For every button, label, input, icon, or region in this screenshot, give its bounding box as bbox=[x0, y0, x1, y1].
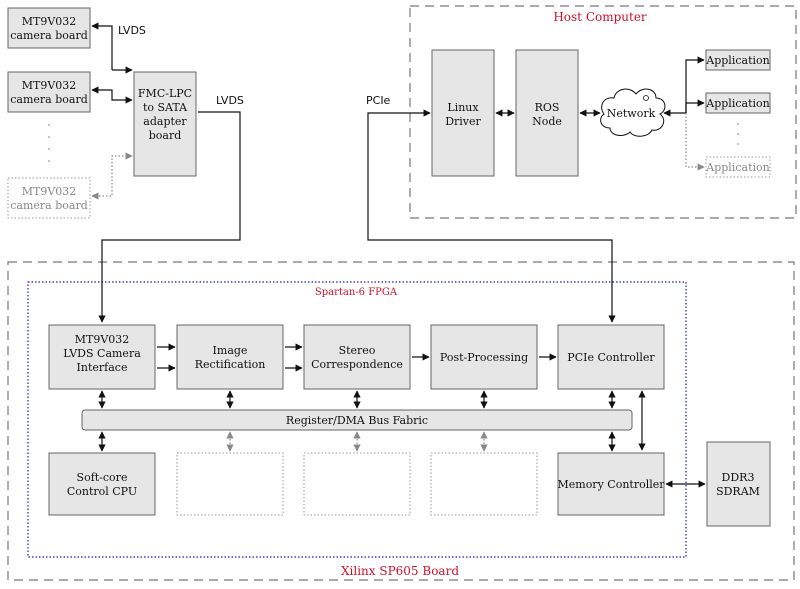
empty-slot-1 bbox=[176, 452, 284, 516]
adapter-line2: to SATA bbox=[143, 101, 188, 114]
ddr3-line1: DDR3 bbox=[722, 471, 755, 484]
lvds-label-1: LVDS bbox=[118, 24, 146, 37]
linux-driver-line1: Linux bbox=[447, 101, 479, 114]
camera-board-3: MT9V032 camera board bbox=[7, 177, 91, 219]
ddr3-line2: SDRAM bbox=[716, 485, 760, 498]
application-1: Application bbox=[705, 49, 771, 71]
host-computer-label: Host Computer bbox=[553, 10, 647, 24]
soft-core-cpu-line2: Control CPU bbox=[67, 485, 137, 498]
soft-core-cpu-line1: Soft-core bbox=[77, 471, 128, 484]
memory-controller-block: Memory Controller bbox=[557, 452, 665, 516]
pcie-link bbox=[367, 109, 616, 323]
application-ellipsis-dots bbox=[737, 123, 739, 145]
image-rectification-line2: Rectification bbox=[195, 358, 266, 371]
ros-node-line1: ROS bbox=[535, 101, 560, 114]
camera-ellipsis-dots bbox=[48, 124, 50, 162]
camera-board-2-line2: camera board bbox=[10, 93, 88, 106]
bus-fabric-block: Register/DMA Bus Fabric bbox=[81, 409, 633, 431]
ddr3-sdram-block: DDR3 SDRAM bbox=[706, 441, 771, 527]
sp605-board-label: Xilinx SP605 Board bbox=[341, 564, 459, 578]
camera-interface-line3: Interface bbox=[77, 361, 128, 374]
adapter-line3: adapter bbox=[143, 115, 187, 128]
bus-fabric-label: Register/DMA Bus Fabric bbox=[286, 414, 428, 427]
camera-interface-block: MT9V032 LVDS Camera Interface bbox=[48, 324, 156, 390]
cam3-adapter-link bbox=[91, 152, 133, 200]
lvds-fpga-link bbox=[98, 111, 241, 323]
ros-node-line2: Node bbox=[532, 115, 562, 128]
fmc-lpc-adapter-board: FMC-LPC to SATA adapter board bbox=[133, 71, 197, 177]
stereo-correspondence-line2: Correspondence bbox=[311, 358, 403, 371]
adapter-line4: board bbox=[149, 129, 182, 142]
camera-interface-line1: MT9V032 bbox=[75, 333, 130, 346]
network-app3-link bbox=[685, 113, 705, 171]
camera-board-2: MT9V032 camera board bbox=[7, 71, 91, 113]
camera-board-3-line2: camera board bbox=[10, 199, 88, 212]
memory-controller-label: Memory Controller bbox=[557, 478, 665, 491]
network-label: Network bbox=[607, 107, 656, 120]
empty-slot-2 bbox=[303, 452, 411, 516]
image-rectification-line1: Image bbox=[213, 344, 248, 357]
adapter-line1: FMC-LPC bbox=[138, 87, 192, 100]
sp605-board-frame bbox=[7, 261, 795, 581]
post-processing-label: Post-Processing bbox=[440, 351, 528, 364]
application-3-label: Application bbox=[705, 161, 769, 174]
lvds-label-2: LVDS bbox=[216, 94, 244, 107]
pcie-link-label: PCIe bbox=[366, 94, 391, 107]
spartan6-fpga-label: Spartan-6 FPGA bbox=[315, 287, 398, 298]
image-rectification-block: Image Rectification bbox=[176, 324, 284, 390]
cam2-adapter-link bbox=[91, 86, 133, 104]
stereo-correspondence-block: Stereo Correspondence bbox=[303, 324, 411, 390]
empty-slot-3 bbox=[430, 452, 538, 516]
network-cloud: Network bbox=[600, 88, 666, 137]
application-2-label: Application bbox=[705, 97, 769, 110]
soft-core-cpu-block: Soft-core Control CPU bbox=[48, 452, 156, 516]
spartan6-fpga-frame bbox=[27, 281, 687, 558]
linux-driver-block: Linux Driver bbox=[431, 49, 495, 177]
camera-board-2-line1: MT9V032 bbox=[22, 79, 77, 92]
camera-board-1: MT9V032 camera board bbox=[7, 7, 91, 49]
camera-board-1-line1: MT9V032 bbox=[22, 15, 77, 28]
application-1-label: Application bbox=[705, 54, 769, 67]
pcie-controller-label: PCIe Controller bbox=[567, 351, 655, 364]
application-2: Application bbox=[705, 92, 771, 114]
camera-board-1-line2: camera board bbox=[10, 29, 88, 42]
cam1-adapter-link bbox=[91, 22, 113, 70]
camera-board-3-line1: MT9V032 bbox=[22, 185, 77, 198]
ros-node-block: ROS Node bbox=[515, 49, 579, 177]
linux-driver-line2: Driver bbox=[445, 115, 481, 128]
camera-interface-line2: LVDS Camera bbox=[63, 347, 141, 360]
application-3: Application bbox=[705, 156, 771, 178]
post-processing-block: Post-Processing bbox=[430, 324, 538, 390]
stereo-correspondence-line1: Stereo bbox=[339, 344, 376, 357]
pcie-controller-block: PCIe Controller bbox=[557, 324, 665, 390]
network-app1-link bbox=[685, 56, 705, 113]
